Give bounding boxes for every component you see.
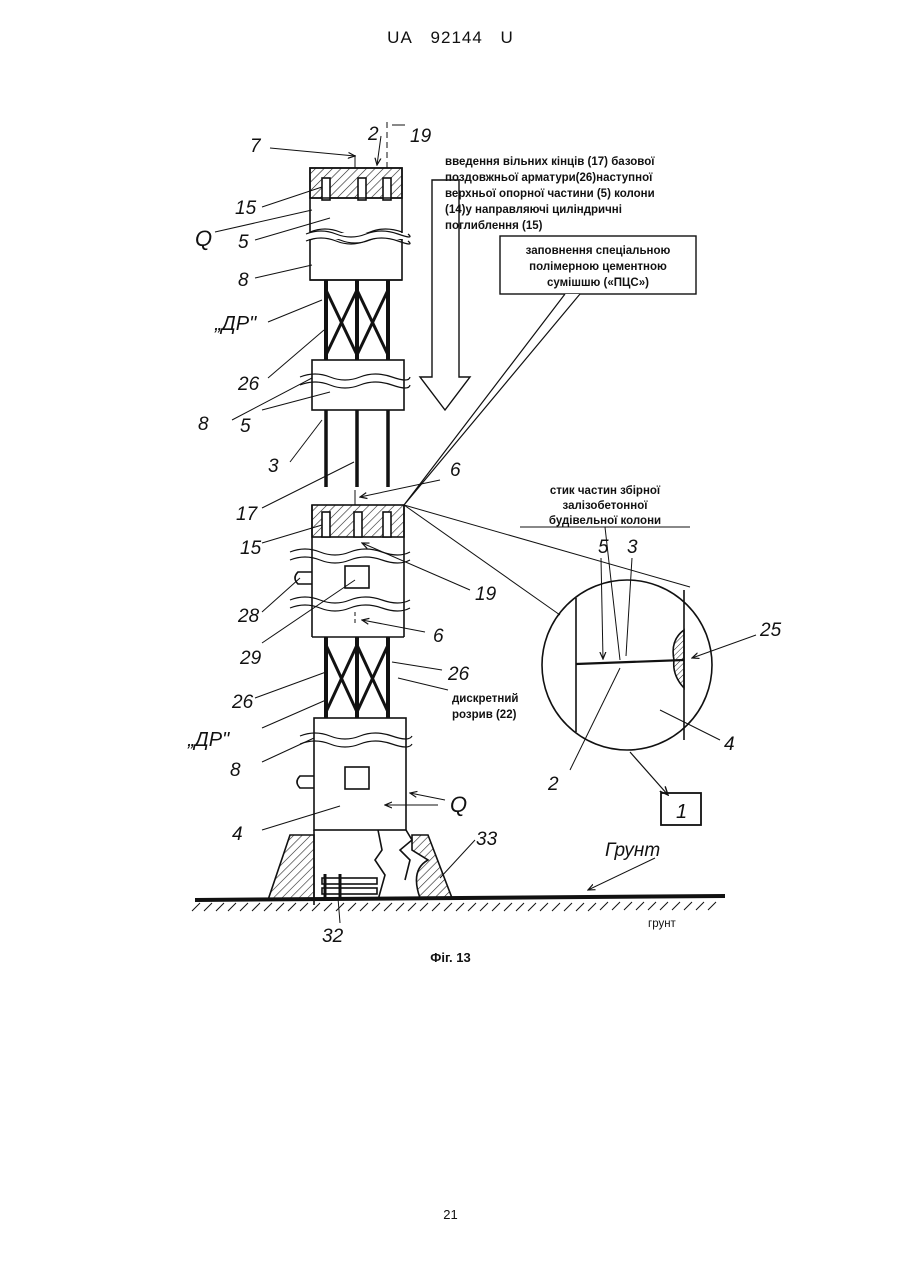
label-5-top: 5 xyxy=(238,232,249,253)
detail-label-5: 5 xyxy=(598,537,609,558)
label-15-low: 15 xyxy=(240,538,262,559)
label-4: 4 xyxy=(232,824,243,845)
label-17: 17 xyxy=(236,504,259,525)
label-15-top: 15 xyxy=(235,198,257,219)
label-6-low: 6 xyxy=(433,626,444,647)
label-28: 28 xyxy=(237,606,260,627)
detail-box-label: 1 xyxy=(676,801,687,823)
label-dr-top: „ДР" xyxy=(214,313,257,335)
joint-note-line-3: будівельної колони xyxy=(549,515,661,527)
label-7: 7 xyxy=(250,136,262,157)
detail-label-4: 4 xyxy=(724,734,735,755)
joint-note-line-1: стик частин збірної xyxy=(550,485,661,497)
label-Q-top: Q xyxy=(195,226,212,251)
filling-note-line-3: сумішшю («ПЦС») xyxy=(547,277,649,289)
insertion-note-line-2: поздовжньої арматури(26)наступної xyxy=(445,172,653,184)
filling-note-line-1: заповнення спеціальною xyxy=(526,245,671,257)
label-19-low: 19 xyxy=(475,584,497,605)
lower-column-part xyxy=(268,490,452,905)
label-33: 33 xyxy=(476,829,498,850)
discrete-break-line-2: розрив (22) xyxy=(452,709,517,721)
upper-column-part xyxy=(300,122,410,487)
label-26-low-right: 26 xyxy=(447,664,470,685)
label-32: 32 xyxy=(322,926,344,947)
label-6-top: 6 xyxy=(450,460,461,481)
insertion-note-line-5: поглиблення (15) xyxy=(445,220,543,232)
detail-label-3: 3 xyxy=(627,537,638,558)
filling-note-line-2: полімерною цементною xyxy=(529,261,667,273)
ground-line xyxy=(192,896,725,911)
label-Q-low: Q xyxy=(450,792,467,817)
page-number: 21 xyxy=(0,1207,901,1222)
label-2-top: 2 xyxy=(367,124,379,145)
label-26-top: 26 xyxy=(237,374,260,395)
figure-caption: Фіг. 13 xyxy=(0,950,901,965)
detail-label-25: 25 xyxy=(759,620,782,641)
joint-note-line-2: залізобетонної xyxy=(563,500,649,512)
detail-label-2: 2 xyxy=(547,774,559,795)
insertion-note-line-3: верхньої опорної частини (5) колони xyxy=(445,188,655,200)
ground-printed: грунт xyxy=(648,918,677,930)
label-dr-low: „ДР" xyxy=(187,729,230,751)
ground-handwritten: Грунт xyxy=(605,840,660,861)
label-19-top: 19 xyxy=(410,126,432,147)
label-8-mid: 8 xyxy=(198,414,209,435)
label-5-mid: 5 xyxy=(240,416,251,437)
label-26-low-left: 26 xyxy=(231,692,254,713)
label-29: 29 xyxy=(239,648,262,669)
label-8-low: 8 xyxy=(230,760,241,781)
label-3: 3 xyxy=(268,456,279,477)
insertion-note-line-1: введення вільних кінців (17) базової xyxy=(445,156,655,168)
discrete-break-line-1: дискретний xyxy=(452,693,519,705)
label-8-top: 8 xyxy=(238,270,249,291)
insertion-note-line-4: (14)у направляючі циліндричні xyxy=(445,204,622,216)
